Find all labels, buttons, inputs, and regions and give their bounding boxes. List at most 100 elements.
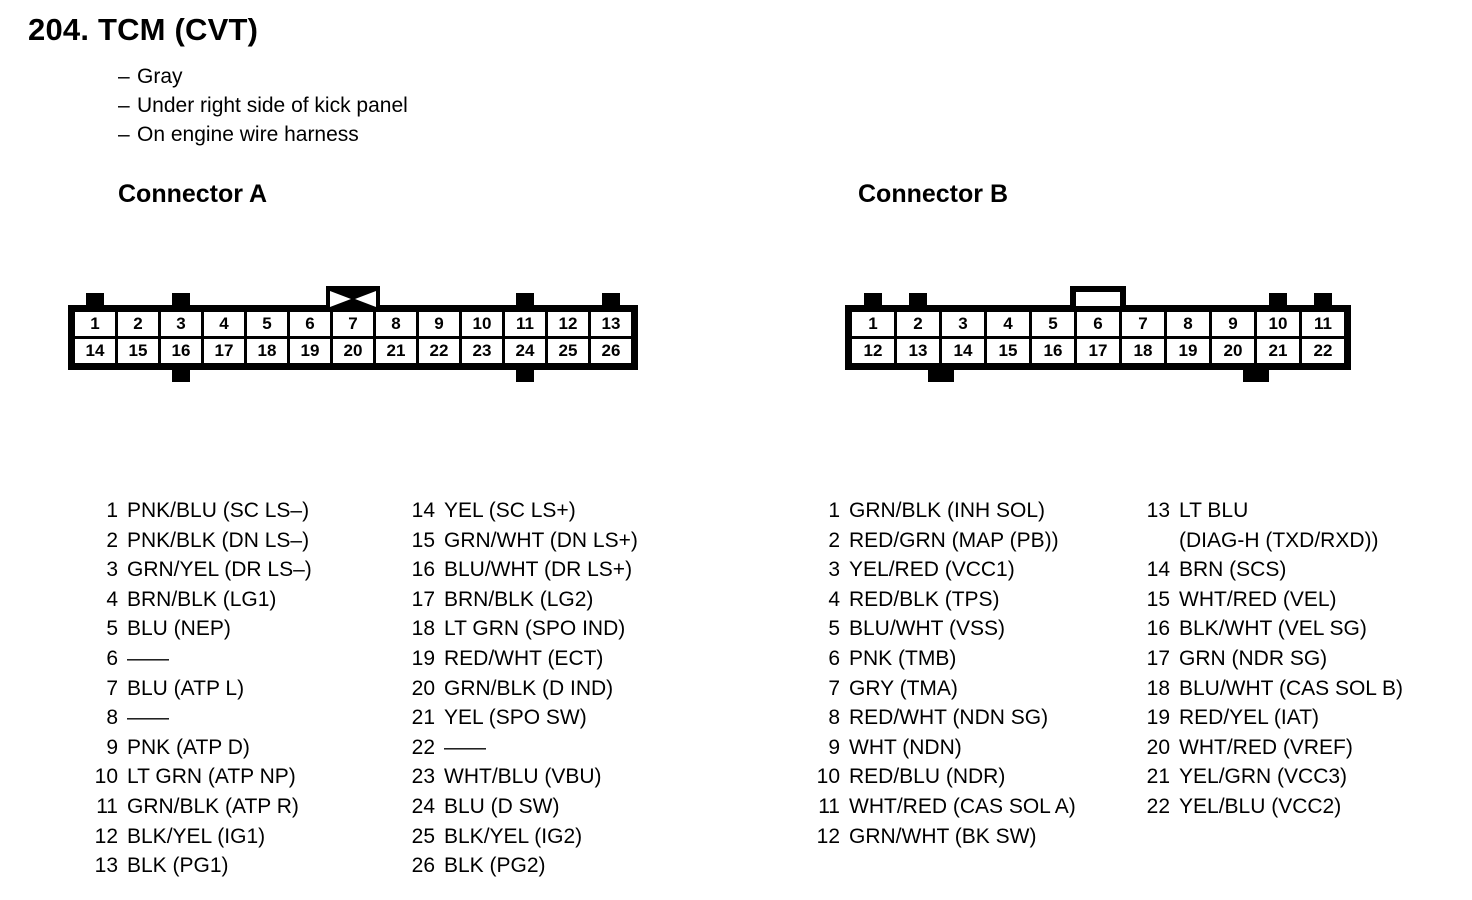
pin-legend-description: BLK (PG2)	[444, 854, 546, 878]
pin-legend-entry: 19 RED/WHT (ECT)	[405, 644, 638, 674]
pin-legend-description: ——	[127, 646, 169, 670]
pin-cell-14: 14	[75, 339, 115, 363]
pin-cell-5: 5	[1032, 312, 1074, 336]
pin-legend-description: BLU (ATP L)	[127, 676, 245, 700]
pin-cell-20: 20	[333, 339, 373, 363]
pin-legend-description: GRN/WHT (DN LS+)	[444, 528, 638, 552]
pin-legend-number: 19	[411, 646, 435, 670]
pin-legend-number: 21	[1146, 765, 1170, 789]
pin-cell-11: 11	[505, 312, 545, 336]
pin-legend-description: GRN (NDR SG)	[1179, 646, 1328, 670]
description-text: Under right side of kick panel	[137, 94, 408, 117]
pin-legend-description: BLU (NEP)	[127, 617, 231, 641]
pin-legend-description: RED/BLK (TPS)	[849, 587, 1000, 611]
pin-legend-description: GRN/BLK (D IND)	[444, 676, 614, 700]
pin-cell-14: 14	[942, 339, 984, 363]
pin-legend-description-continued: (DIAG-H (TXD/RXD))	[1179, 528, 1379, 552]
connector-tab-top-11	[516, 293, 534, 305]
pin-cell-16: 16	[1032, 339, 1074, 363]
pin-legend-number: 6	[828, 646, 840, 670]
pin-cell-22: 22	[419, 339, 459, 363]
pin-legend-description: GRN/BLK (INH SOL)	[849, 499, 1046, 522]
pin-cell-17: 17	[1077, 339, 1119, 363]
pin-legend-description: BLU/WHT (VSS)	[849, 617, 1005, 641]
pin-legend-number: 14	[1146, 558, 1170, 582]
page-title: 204. TCM (CVT)	[28, 12, 259, 47]
pin-legend-description: RED/WHT (ECT)	[444, 646, 604, 670]
pin-legend-number: 5	[828, 617, 840, 641]
connector-tab-bottom-16	[172, 370, 190, 382]
pin-cell-1: 1	[75, 312, 115, 336]
pin-cell-3: 3	[161, 312, 201, 336]
description-list: –Gray –Under right side of kick panel –O…	[118, 62, 408, 149]
pin-legend-description: BRN (SCS)	[1179, 558, 1287, 582]
pin-legend-number: 25	[411, 824, 435, 848]
connector-tab-top-10	[1269, 293, 1287, 305]
pin-cell-3: 3	[942, 312, 984, 336]
pin-cell-4: 4	[987, 312, 1029, 336]
pin-legend-description: WHT/RED (VEL)	[1179, 587, 1337, 611]
pin-legend-description: LT GRN (ATP NP)	[127, 765, 296, 789]
pin-cell-15: 15	[118, 339, 158, 363]
pin-legend-number: 16	[411, 558, 435, 582]
pin-legend-description: YEL (SC LS+)	[444, 499, 576, 522]
pin-legend-number: 18	[1146, 676, 1170, 700]
pin-legend-number: 22	[1146, 794, 1170, 818]
pin-cell-15: 15	[987, 339, 1029, 363]
pin-legend-description: BRN/BLK (LG1)	[127, 587, 277, 611]
pin-legend-number: 24	[411, 794, 435, 818]
pin-legend-description: BLK/YEL (IG1)	[127, 824, 266, 848]
pin-legend-number: 9	[106, 735, 118, 759]
connector-tab-bottom-20-21	[1242, 370, 1269, 382]
pin-legend-number: 8	[828, 706, 840, 730]
pin-legend-entry: 22——	[405, 733, 638, 763]
pin-cell-13: 13	[897, 339, 939, 363]
pin-cell-6: 6	[1077, 312, 1119, 336]
connector-tab-bottom-24	[516, 370, 534, 382]
connector-tab-top-1	[864, 293, 882, 305]
pin-legend-number: 17	[1146, 646, 1170, 670]
pin-legend-number: 4	[828, 587, 840, 611]
pin-legend-entry: 6——	[88, 644, 312, 674]
pin-legend-description: WHT/BLU (VBU)	[444, 765, 602, 789]
pin-legend-description: YEL/RED (VCC1)	[849, 558, 1015, 582]
pin-cell-10: 10	[462, 312, 502, 336]
pin-legend-description: GRY (TMA)	[849, 676, 958, 700]
pin-legend-number: 13	[1146, 499, 1170, 522]
pin-cell-5: 5	[247, 312, 287, 336]
pin-legend-entry: 5 BLU/WHT (VSS)	[810, 614, 1076, 644]
connector-b-heading: Connector B	[858, 180, 1008, 208]
pin-legend-number: 12	[816, 824, 840, 848]
pin-legend-description: PNK/BLK (DN LS–)	[127, 528, 310, 552]
pin-legend-description: PNK (ATP D)	[127, 735, 250, 759]
pin-legend-number: 1	[828, 499, 840, 522]
pin-cell-6: 6	[290, 312, 330, 336]
pin-legend-entry: 4 RED/BLK (TPS)	[810, 585, 1076, 615]
pin-cell-18: 18	[247, 339, 287, 363]
pin-cell-11: 11	[1302, 312, 1344, 336]
